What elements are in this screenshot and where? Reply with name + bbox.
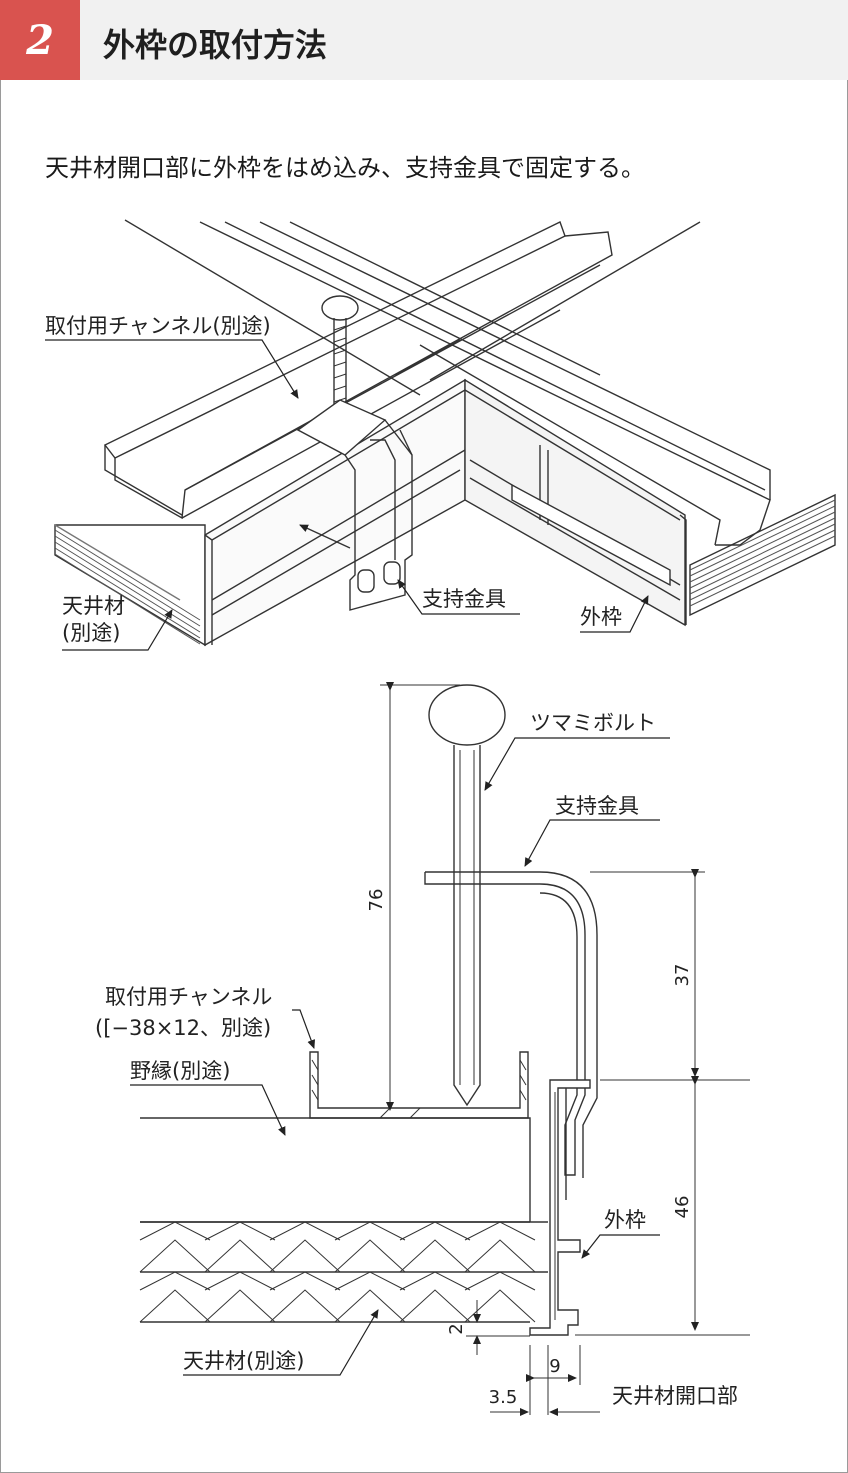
dimension-lines (380, 682, 750, 1416)
label-channel-iso: 取付用チャンネル(別途) (45, 314, 271, 338)
support-bracket (424, 871, 598, 1178)
step-number-badge: 2 (0, 0, 80, 80)
isometric-view (54, 219, 836, 647)
label-ceiling-section: 天井材(別途) (183, 1349, 304, 1373)
label-ceiling-iso-1: 天井材 (62, 594, 125, 618)
dim-width-9: 9 (549, 1356, 560, 1377)
bracket-iso (296, 295, 413, 611)
label-frame-section: 外枠 (604, 1208, 646, 1232)
dim-width-3-5: 3.5 (489, 1387, 518, 1408)
mounting-channel-section (309, 1051, 529, 1119)
ceiling-panel-section (139, 1221, 548, 1323)
label-frame-iso: 外枠 (580, 605, 622, 629)
label-ceiling-iso-2: (別途) (62, 621, 120, 645)
ceiling-panel-right (689, 493, 836, 617)
label-knob-bolt: ツマミボルト (530, 711, 656, 735)
section-labels: ツマミボルト 支持金具 取付用チャンネル ([−38×12、別途) 野縁(別途)… (95, 711, 738, 1408)
label-channel-section-2: ([−38×12、別途) (95, 1016, 271, 1040)
iso-labels: 取付用チャンネル(別途) 天井材 (別途) 支持金具 外枠 (45, 314, 649, 651)
label-opening: 天井材開口部 (612, 1384, 738, 1408)
dim-bracket-height: 37 (672, 964, 693, 987)
dim-frame-height: 46 (672, 1196, 693, 1219)
header-bar (80, 0, 848, 80)
outer-frame-iso (204, 378, 687, 647)
section-view (139, 682, 750, 1416)
outer-frame-profile (529, 1079, 591, 1336)
instruction-text: 天井材開口部に外枠をはめ込み、支持金具で固定する。 (45, 154, 645, 182)
label-furring: 野縁(別途) (130, 1059, 230, 1083)
label-bracket-iso: 支持金具 (422, 587, 506, 611)
dim-lip: 2 (446, 1323, 467, 1334)
cross-channel-iso (199, 221, 771, 546)
knob-bolt (428, 684, 506, 1107)
dimension-texts: 76 37 46 2 9 3.5 (366, 889, 693, 1408)
page-title: 外枠の取付方法 (103, 26, 328, 64)
label-channel-section-1: 取付用チャンネル (105, 985, 272, 1009)
furring-strip (140, 1117, 531, 1223)
label-bracket-section: 支持金具 (555, 794, 639, 818)
dim-bolt-height: 76 (366, 889, 387, 912)
